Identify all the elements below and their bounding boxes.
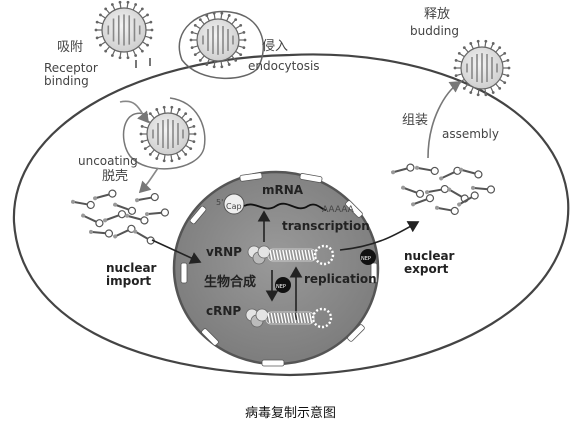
endocytosis-label: endocytosis <box>248 59 320 73</box>
nuclear-export-label: nuclear export <box>404 249 455 276</box>
virion-receptor-binding <box>94 0 154 60</box>
cell-membrane <box>12 53 570 377</box>
endosome-vesicle <box>178 10 265 79</box>
receptor-binding-label: Receptor binding <box>44 61 98 88</box>
rnp-cluster-cytoplasm <box>71 189 170 245</box>
cap-label: Cap <box>226 202 242 211</box>
nep-center-label: NEP <box>276 284 286 290</box>
transcription-label: transcription <box>282 219 370 233</box>
uncoating-vesicle <box>122 97 206 170</box>
uncoating-zh-label: 脱壳 <box>102 169 129 184</box>
replication-label: replication <box>304 272 377 286</box>
figure-caption: 病毒复制示意图 <box>244 406 336 421</box>
invasion-label: 侵入 <box>262 39 289 54</box>
poly-a-label: AAAAA <box>322 205 354 215</box>
cap-icon <box>223 193 245 215</box>
nep-export-label: NEP <box>361 256 371 262</box>
nuclear-import-label: nuclear import <box>106 261 157 288</box>
nep-badge-export <box>360 249 376 265</box>
biosynthesis-label: 生物合成 <box>204 275 257 290</box>
adsorption-label: 吸附 <box>57 40 84 55</box>
assembly-arrow <box>427 81 462 159</box>
five-prime-label: 5' <box>216 198 224 207</box>
mrna-label: mRNA <box>262 183 304 197</box>
vrnp-complex <box>247 244 335 266</box>
nuclear-export-arrow <box>339 221 420 251</box>
release-label: 释放 <box>424 7 451 22</box>
cytoplasm-to-uncoat-arrow <box>138 167 159 194</box>
virion-uncoating <box>139 105 197 163</box>
nuclear-pores <box>180 172 378 367</box>
nucleus <box>172 170 380 367</box>
assembly-label: assembly <box>442 127 499 141</box>
process-arrows <box>119 81 462 320</box>
mrna-strand <box>223 193 327 215</box>
crnp-label: cRNP <box>206 304 242 318</box>
virion-budding <box>453 39 511 97</box>
nep-badge-center <box>275 277 291 293</box>
rnp-cluster-export <box>391 163 496 216</box>
nuclear-import-arrow <box>151 239 202 264</box>
receptor-icon <box>135 58 151 68</box>
uncoating-label: uncoating <box>78 154 138 168</box>
uncoating-arrow <box>119 100 149 124</box>
crnp-complex <box>245 307 333 329</box>
virion-endocytosis <box>189 11 247 69</box>
budding-label: budding <box>410 24 460 38</box>
vrnp-label: vRNP <box>206 245 242 259</box>
assembly-zh-label: 组装 <box>402 113 429 128</box>
